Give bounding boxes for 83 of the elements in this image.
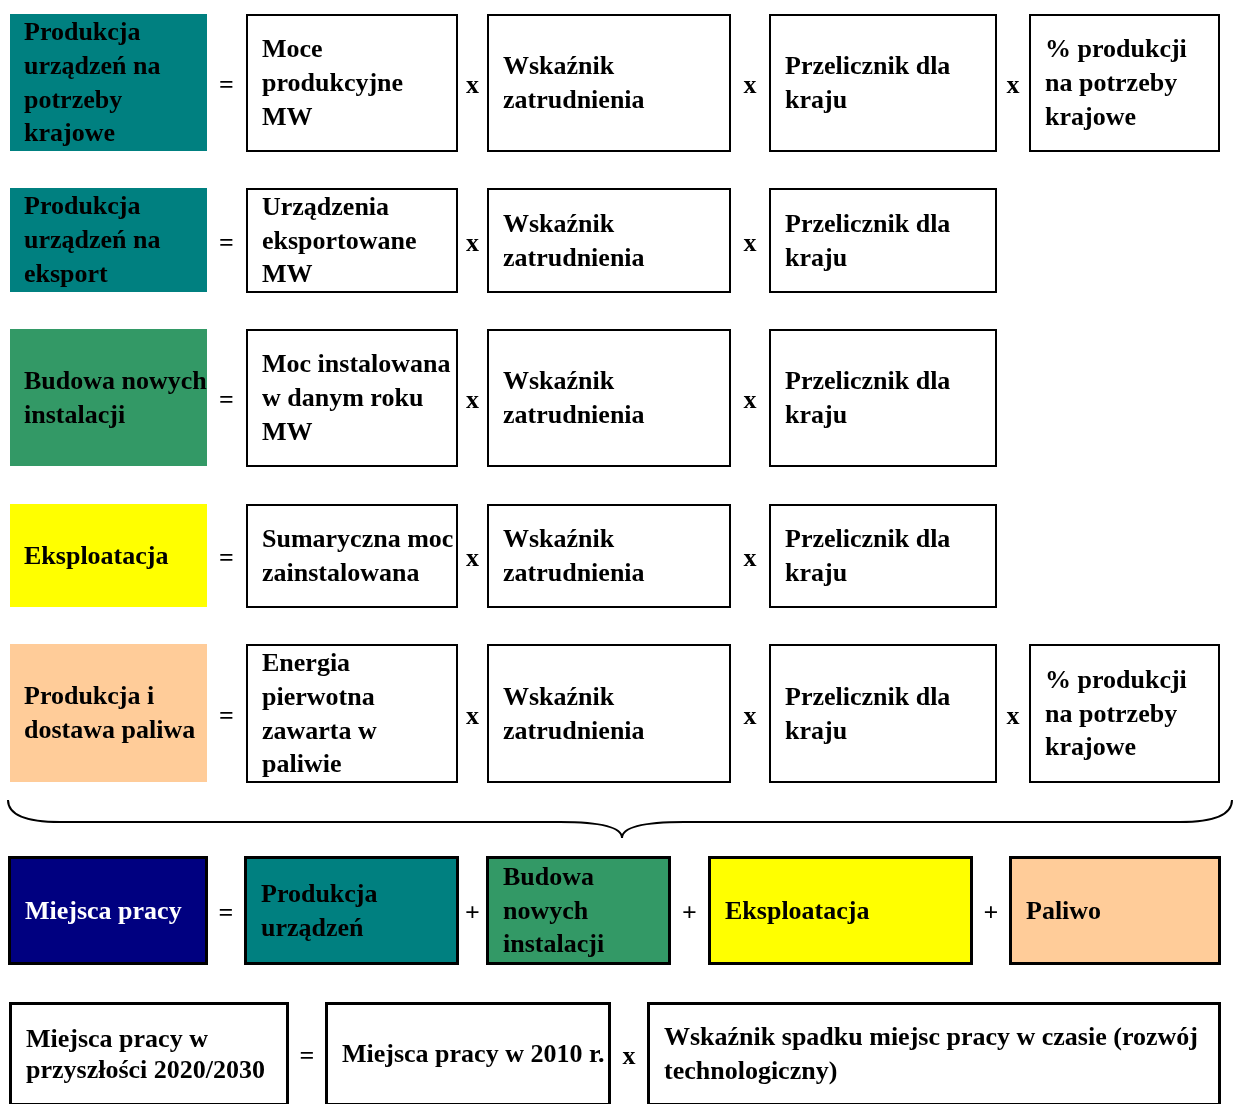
formula-box: [487, 504, 731, 608]
term-text: Wskaźnik spadku miejsc pracy w czasie (rozwój technologiczny): [664, 1021, 1199, 1087]
operator-symbol: x: [466, 229, 479, 256]
term-text: Produkcja urządzeń: [261, 877, 379, 944]
term-text: Produkcja i dostawa paliwa: [24, 680, 197, 746]
formula-box: [246, 329, 458, 467]
term-text: Przelicznik dla kraju: [785, 680, 952, 747]
term-text: Miejsca pracy w 2010 r.: [342, 1038, 605, 1071]
term-text: Eksploatacja: [24, 539, 169, 572]
formula-box: [487, 188, 731, 293]
term-text: Przelicznik dla kraju: [785, 50, 952, 116]
formula-box: [10, 14, 207, 151]
formula-box: [647, 1002, 1221, 1104]
term-text: Wskaźnik zatrudnienia: [503, 680, 646, 747]
operator-symbol: x: [743, 229, 757, 256]
formula-box: [246, 188, 458, 293]
operator-symbol: x: [466, 702, 479, 729]
formula-box: [1009, 856, 1221, 965]
formula-box: [487, 329, 731, 467]
term-text: Wskaźnik zatrudnienia: [503, 50, 646, 116]
term-text: Miejsca pracy w przyszłości 2020/2030: [26, 1022, 267, 1086]
term-text: % produkcji na potrzeby krajowe: [1045, 663, 1188, 764]
operator-symbol: =: [299, 1043, 315, 1069]
formula-box: [10, 504, 207, 607]
formula-box: [325, 1002, 611, 1104]
operator-symbol: x: [466, 72, 479, 98]
formula-box: [10, 188, 207, 292]
term-text: Przelicznik dla kraju: [785, 207, 952, 274]
term-text: Przelicznik dla kraju: [785, 523, 952, 589]
term-text: Eksploatacja: [725, 894, 870, 927]
term-text: Wskaźnik zatrudnienia: [503, 207, 646, 274]
operator-symbol: x: [743, 545, 757, 571]
formula-box: [487, 14, 731, 152]
term-text: Energia pierwotna zawarta w paliwie: [262, 646, 378, 781]
operator-symbol: =: [218, 899, 234, 926]
term-text: Produkcja urządzeń na potrzeby krajowe: [24, 15, 162, 150]
operator-symbol: x: [622, 1043, 636, 1069]
operator-symbol: =: [219, 545, 234, 571]
formula-box: [1029, 14, 1220, 152]
formula-box: [246, 504, 458, 608]
formula-box: [246, 14, 458, 152]
operator-symbol: +: [465, 899, 480, 926]
formula-box: [244, 856, 459, 965]
operator-symbol: =: [219, 702, 234, 729]
formula-box: [769, 188, 997, 293]
term-text: Paliwo: [1026, 894, 1102, 927]
operator-symbol: x: [743, 72, 757, 98]
operator-symbol: x: [466, 545, 479, 571]
operator-symbol: x: [743, 387, 757, 413]
operator-symbol: =: [219, 229, 234, 256]
term-text: Produkcja urządzeń na eksport: [24, 190, 162, 290]
formula-box: [486, 856, 671, 965]
term-text: Moce produkcyjne MW: [262, 33, 405, 133]
operator-symbol: =: [219, 72, 234, 98]
formula-box: [8, 856, 208, 965]
term-text: Budowa nowych instalacji: [24, 364, 207, 431]
operator-symbol: x: [1006, 72, 1020, 98]
term-text: Sumaryczna moc zainstalowana: [262, 523, 455, 589]
formula-box: [246, 644, 458, 783]
formula-box: [10, 329, 207, 466]
formula-box: [769, 329, 997, 467]
operator-symbol: x: [1006, 702, 1020, 729]
term-text: Wskaźnik zatrudnienia: [503, 365, 646, 431]
term-text: Wskaźnik zatrudnienia: [503, 523, 646, 589]
formula-box: [769, 504, 997, 608]
formula-box: [10, 644, 207, 782]
formula-box: [708, 856, 973, 965]
formula-box: [769, 644, 997, 783]
formula-box: [487, 644, 731, 783]
term-text: % produkcji na potrzeby krajowe: [1045, 33, 1188, 133]
operator-symbol: +: [983, 899, 999, 926]
term-text: Przelicznik dla kraju: [785, 365, 952, 431]
operator-symbol: +: [682, 899, 697, 926]
operator-symbol: x: [466, 387, 479, 413]
operator-symbol: x: [743, 702, 757, 729]
term-text: Budowa nowych instalacji: [503, 860, 606, 961]
formula-box: [9, 1002, 289, 1104]
term-text: Moc instalowana w danym roku MW: [262, 348, 452, 448]
term-text: Urządzenia eksportowane MW: [262, 190, 418, 291]
term-text: Miejsca pracy: [25, 894, 182, 927]
formula-box: [1029, 644, 1220, 783]
formula-box: [769, 14, 997, 152]
operator-symbol: =: [219, 387, 234, 413]
